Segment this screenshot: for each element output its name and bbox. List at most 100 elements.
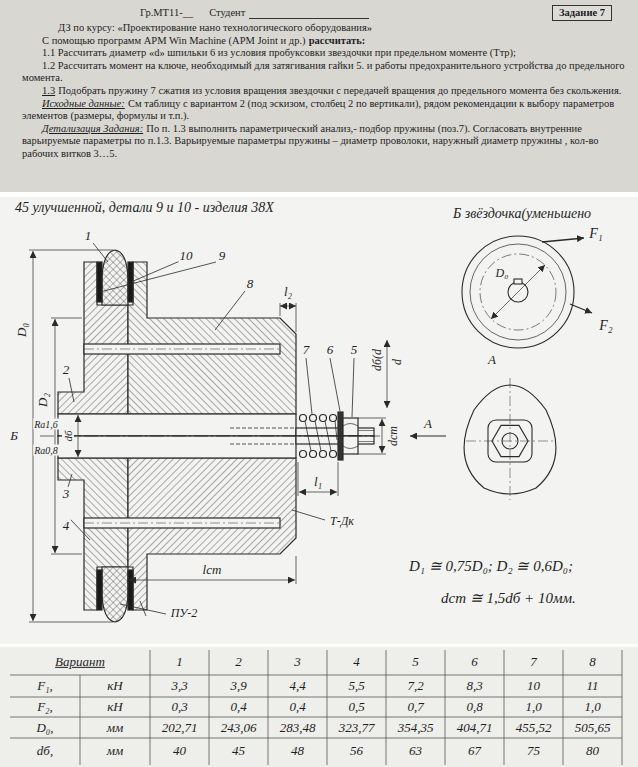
view-caption: Б звёздочка(уменьшено <box>452 206 592 221</box>
table-cell: F₁, <box>37 679 53 693</box>
table-cell: 11 <box>586 679 598 693</box>
title-line: ДЗ по курсу: «Проектирование нано технол… <box>58 22 626 35</box>
leader-lines-part <box>330 358 340 411</box>
dimension-label: D₀ <box>495 267 510 280</box>
upper-half-section-part <box>84 344 280 354</box>
table-cell: 3,9 <box>230 679 246 693</box>
table-cell: 40 <box>173 744 186 758</box>
task-text: Детализация Задания: <box>42 123 143 134</box>
task-sheet: Гр.МТ11-__СтудентЗадание 7ДЗ по курсу: «… <box>0 0 638 192</box>
task-paragraph: 1.3Подобрать пружину 7 сжатия из условия… <box>22 85 626 98</box>
dimension-label: D₂ <box>36 392 50 408</box>
upper-half-section-part <box>300 415 307 422</box>
table-cell: 8,3 <box>466 679 482 693</box>
table-cell: 0,4 <box>230 700 246 714</box>
sprocket-view-part <box>462 236 574 348</box>
dimension-lines-part <box>358 454 386 455</box>
dimension-label: dб <box>62 429 74 442</box>
table-cell: 1 <box>176 655 183 669</box>
table-cell: 3 <box>294 655 301 669</box>
table-cell: 0,3 <box>171 700 187 714</box>
view-a-part <box>510 378 511 500</box>
header-row: Гр.МТ11-__СтудентЗадание 7 <box>22 4 626 22</box>
sprocket-view-part <box>491 265 545 319</box>
leader-lines-part <box>306 358 312 414</box>
dimension-label: dб(d <box>371 348 384 372</box>
section-view-part <box>84 523 280 524</box>
callout-number: 10 <box>179 249 194 263</box>
leader-lines-part <box>93 243 108 262</box>
table-cell: 48 <box>291 744 304 758</box>
material-note: 45 улучшенной, детали 9 и 10 - изделия 3… <box>14 200 275 215</box>
table-cell: 63 <box>409 744 422 758</box>
task-text: Подобрать пружину 7 сжатия из условия вр… <box>58 85 621 96</box>
roughness-label: Ra1,6 <box>33 419 59 430</box>
table-grid-part <box>445 650 446 765</box>
upper-half-section-part <box>230 428 296 429</box>
table-cell: 0,7 <box>407 700 423 714</box>
table-grid-part <box>10 675 622 676</box>
table-grid-part <box>268 650 269 765</box>
upper-half-section-part <box>128 262 296 414</box>
section-view-part <box>84 349 280 350</box>
dimension-lines-part <box>280 306 296 307</box>
dimension-lines-part <box>55 319 56 553</box>
dimension-label: lст <box>202 563 223 577</box>
task-text: 1.2 Рассчитать момент на ключе, необходи… <box>22 60 625 84</box>
sprocket-view-part <box>514 279 522 284</box>
task-number: Задание 7 <box>559 7 605 18</box>
table-cell: 1,0 <box>525 700 541 714</box>
dimension-label: l₁ <box>313 475 323 489</box>
table-cell: 7,2 <box>407 679 423 693</box>
blank-line <box>249 8 369 19</box>
leader-lines-part <box>68 474 72 487</box>
dimension-lines-part <box>387 340 388 408</box>
table-cell: 283,48 <box>280 721 316 735</box>
table-cell: 455,52 <box>516 721 552 735</box>
task-text: Исходные данные: <box>42 98 125 109</box>
dimension-lines-part <box>338 462 339 496</box>
dimension-lines-part <box>296 303 297 332</box>
table-cell: 3,3 <box>171 679 187 693</box>
task-text: 1.3 <box>42 85 55 96</box>
dimension-lines-part <box>296 556 297 584</box>
task-paragraph: Исходные данные:См таблицу с вариантом 2… <box>22 98 626 123</box>
table-cell: 5 <box>412 655 419 669</box>
table-cell: 2 <box>235 655 242 669</box>
table-cell: 4,4 <box>289 679 305 693</box>
task-paragraph: С помощью программ APM Win Machine (APM … <box>22 35 626 48</box>
table-grid-part <box>327 650 328 765</box>
leader-lines-part <box>70 519 90 540</box>
view-arrow-label: A <box>487 353 497 367</box>
fit-label: Т-Дк <box>329 515 355 528</box>
upper-half-section-part <box>338 412 343 436</box>
upper-half-section-part <box>102 250 128 305</box>
table-cell: 6 <box>471 655 478 669</box>
table-cell: кН <box>107 679 122 693</box>
table-cell: F₂, <box>37 700 53 714</box>
fit-label: ПУ-2 <box>170 607 199 620</box>
task-text: рассчитать: <box>309 35 366 46</box>
table-grid <box>10 650 622 765</box>
spring-coils-part <box>335 421 337 440</box>
table-grid-part <box>10 738 622 739</box>
callout-number: 2 <box>62 363 71 377</box>
table-cell: кН <box>107 700 122 714</box>
task-text: 1.1 Рассчитать диаметр «d» шпильки 6 из … <box>42 47 516 58</box>
table-cell: 45 <box>232 744 245 758</box>
upper-half-section-part <box>97 262 102 302</box>
upper-half-section-part <box>320 415 327 422</box>
table-grid-part <box>563 650 564 765</box>
upper-half-section <box>58 250 374 436</box>
table-cell: 10 <box>527 679 540 693</box>
table-cell: 243,06 <box>221 721 257 735</box>
table-grid-part <box>10 717 622 718</box>
table-cell: D₀, <box>36 721 53 735</box>
dimension-lines-part <box>299 492 337 493</box>
task-paragraph: 1.2 Рассчитать момент на ключе, необходи… <box>22 60 626 85</box>
drawing-ground <box>0 197 638 644</box>
dimension-lines-part <box>358 418 386 419</box>
upper-half-section-part <box>128 262 133 302</box>
force-label: F₂ <box>598 318 613 333</box>
